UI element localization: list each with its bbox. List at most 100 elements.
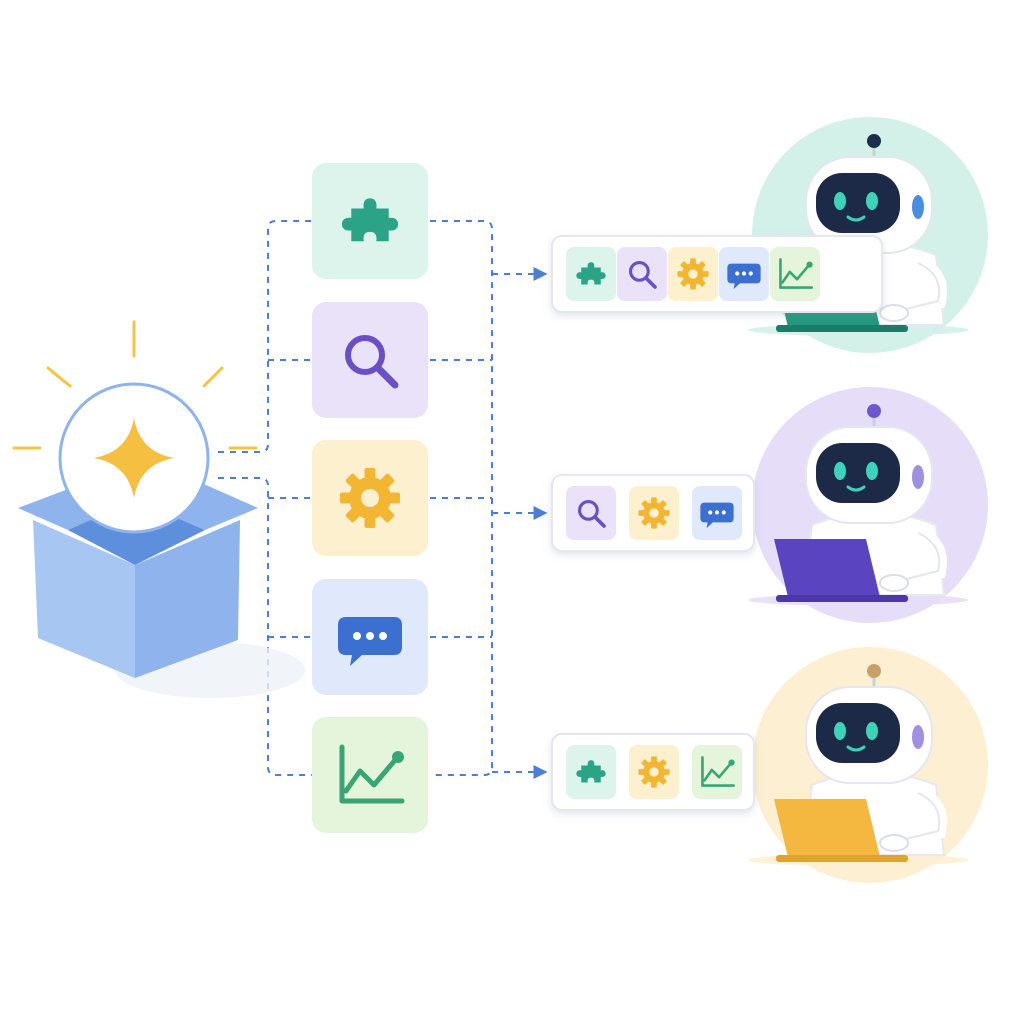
box-front-right — [135, 520, 240, 678]
agent-2 — [748, 387, 988, 623]
robot-eye-right — [866, 462, 878, 480]
panel-skill-chat — [719, 247, 769, 301]
connector-right-rail — [430, 220, 493, 776]
skill-tile-search — [312, 302, 428, 418]
robot-eye-left — [834, 192, 846, 210]
box-front-left — [33, 520, 135, 678]
lens — [345, 335, 385, 375]
panel-skill-search — [566, 486, 616, 540]
bubble — [338, 617, 402, 666]
robot-smile — [846, 485, 866, 492]
panel-skill-bg — [566, 486, 616, 540]
bubble-dot — [708, 510, 713, 515]
panel-skill-plugin — [566, 745, 616, 799]
axes — [339, 744, 405, 804]
axes — [701, 756, 735, 787]
trend-line — [343, 756, 399, 794]
gear-tooth — [364, 516, 376, 528]
gear-icon — [638, 497, 670, 529]
robot-ear — [912, 465, 924, 489]
agent-list — [551, 117, 988, 883]
gear-icon — [677, 258, 709, 290]
gear-tooth — [638, 769, 645, 775]
chat-bubble-icon — [700, 502, 734, 529]
panel-skill-chat — [692, 486, 742, 540]
trend-line — [703, 762, 732, 782]
trend-chart-icon — [339, 744, 405, 804]
lens — [629, 261, 650, 282]
gear-tooth — [651, 781, 657, 788]
robot-ear — [912, 195, 924, 219]
trend-point — [806, 261, 813, 268]
antenna-tip — [867, 664, 881, 678]
puzzle-shape — [576, 262, 606, 285]
bubble-dot — [366, 632, 374, 640]
laptop-base — [776, 325, 908, 332]
gear-tooth — [651, 522, 657, 529]
source-skill-box — [12, 320, 305, 698]
agent-3 — [748, 647, 988, 883]
trend-chart-icon — [779, 258, 813, 289]
connector-lines — [218, 220, 548, 779]
antenna-tip — [867, 134, 881, 148]
gear-hole — [649, 508, 659, 518]
robot-smile — [846, 215, 866, 222]
gear-tooth — [651, 756, 657, 763]
robot-eye-right — [866, 192, 878, 210]
bubble — [727, 263, 761, 290]
laptop-base — [776, 855, 908, 862]
laptop-lid — [774, 799, 880, 857]
panel-skill-settings — [629, 745, 679, 799]
glow-ray — [202, 366, 224, 388]
panel-skill-bg — [617, 247, 667, 301]
gear-tooth — [702, 271, 709, 277]
robot-face-screen — [816, 173, 900, 233]
robot-hand — [879, 304, 909, 322]
bubble-dot — [735, 271, 740, 276]
puzzle-piece-icon — [341, 198, 399, 242]
agent-skill-panel-1 — [551, 235, 883, 313]
bubble-dot — [379, 632, 387, 640]
robot-hand — [879, 834, 909, 852]
gear-icon — [340, 468, 400, 528]
chat-bubble-icon — [727, 263, 761, 290]
puzzle-shape — [341, 198, 399, 242]
gear-tooth — [638, 510, 645, 516]
connector-trunk-top — [218, 220, 312, 453]
bubble-dot — [714, 510, 720, 515]
trend-chart-icon — [701, 756, 735, 787]
bubble — [700, 502, 734, 529]
robot-arm-outline — [897, 262, 940, 312]
gear-hole — [361, 489, 379, 507]
robot-eye-left — [834, 462, 846, 480]
panel-skill-analytics — [770, 247, 820, 301]
skill-tile-bg — [312, 717, 428, 833]
gear-tooth — [663, 769, 670, 775]
skill-tile-settings — [312, 440, 428, 556]
panel-skill-settings — [629, 486, 679, 540]
skill-tile-plugin — [312, 163, 428, 279]
trend-line — [781, 264, 810, 284]
skill-tile-chat — [312, 579, 428, 695]
axes — [779, 258, 813, 289]
robot-hand — [879, 574, 909, 592]
skill-library — [312, 163, 428, 833]
gear-icon — [638, 756, 670, 788]
robot-arm-outline — [897, 532, 940, 582]
trend-point — [392, 751, 404, 763]
robot-arm-outline — [897, 792, 940, 842]
puzzle-shape — [576, 760, 606, 783]
robot-eye-left — [834, 722, 846, 740]
magnifier-icon — [578, 500, 606, 528]
puzzle-piece-icon — [576, 760, 606, 783]
handle — [593, 515, 606, 528]
gear-tooth — [677, 271, 684, 277]
robot-ear — [912, 725, 924, 749]
magnifier-icon — [629, 261, 657, 289]
connector-trunk-bottom — [218, 477, 312, 776]
bubble-dot — [353, 632, 361, 640]
handle — [374, 364, 399, 389]
robot-face-screen — [816, 703, 900, 763]
bubble-dot — [748, 271, 753, 276]
